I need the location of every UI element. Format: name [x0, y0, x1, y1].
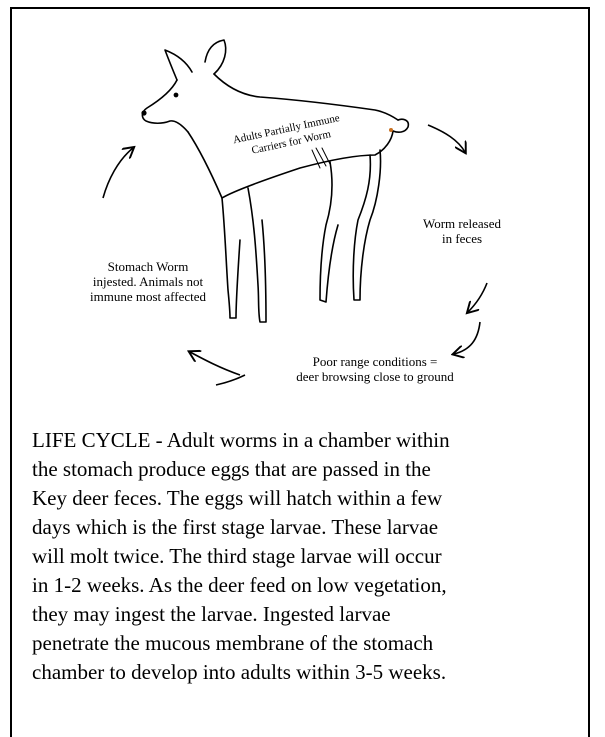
caption-line: LIFE CYCLE - Adult worms in a chamber wi…	[32, 426, 577, 455]
caption-line: chamber to develop into adults within 3-…	[32, 658, 577, 687]
label-poor-range: Poor range conditions = deer browsing cl…	[255, 354, 495, 384]
deer-front-leg-2	[248, 188, 266, 322]
deer-nose	[142, 111, 146, 115]
arrow-stomach-to-head	[103, 148, 133, 198]
arrow-tail-to-feces	[428, 125, 465, 152]
arrow-range-to-ground	[454, 322, 480, 354]
deer-ear-right	[205, 40, 226, 74]
deer-hind-leg-2	[353, 150, 380, 300]
caption-line: in 1-2 weeks. As the deer feed on low ve…	[32, 571, 577, 600]
caption-line: they may ingest the larvae. Ingested lar…	[32, 600, 577, 629]
deer-ear-left	[165, 50, 192, 80]
caption-line: will molt twice. The third stage larvae …	[32, 542, 577, 571]
label-stomach-worm: Stomach Worm injested. Animals not immun…	[58, 259, 238, 304]
deer-body-label: Adults Partially Immune Carriers for Wor…	[232, 112, 344, 160]
life-cycle-caption: LIFE CYCLE - Adult worms in a chamber wi…	[32, 426, 577, 687]
tail-dot	[389, 128, 393, 132]
caption-line: days which is the first stage larvae. Th…	[32, 513, 577, 542]
deer-tail	[393, 119, 408, 132]
arrow-ground-to-stomach	[190, 352, 240, 375]
deer-hind-leg-1	[320, 162, 338, 302]
label-worm-released: Worm released in feces	[402, 216, 522, 246]
deer-head	[142, 80, 188, 132]
deer-back	[214, 74, 398, 120]
arrow-feces-to-range	[468, 283, 487, 312]
caption-line: the stomach produce eggs that are passed…	[32, 455, 577, 484]
deer-eye	[174, 93, 177, 96]
arrow-stub-near-range	[216, 375, 245, 385]
caption-line: Key deer feces. The eggs will hatch with…	[32, 484, 577, 513]
caption-line: penetrate the mucous membrane of the sto…	[32, 629, 577, 658]
